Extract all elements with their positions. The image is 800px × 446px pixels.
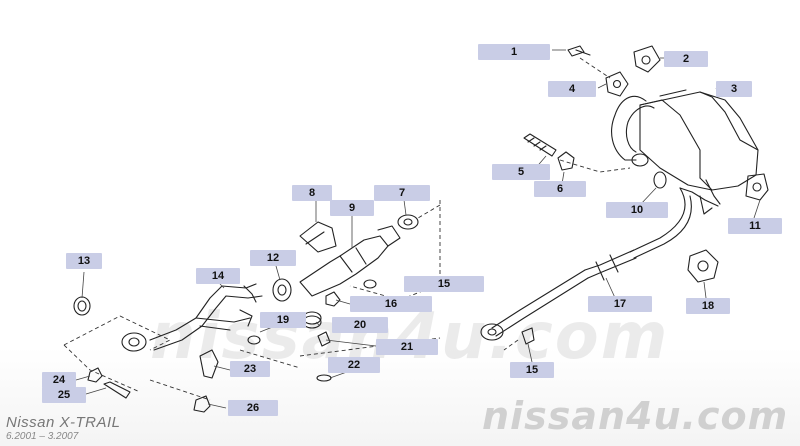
callout-13[interactable]: 13 <box>66 253 102 269</box>
gasket-10 <box>653 171 667 189</box>
callout-8[interactable]: 8 <box>292 185 332 201</box>
callout-2[interactable]: 2 <box>664 51 708 67</box>
callout-1[interactable]: 1 <box>478 44 550 60</box>
model-caption: Nissan X-TRAIL <box>6 414 121 431</box>
callout-10[interactable]: 10 <box>606 202 668 218</box>
callout-25[interactable]: 25 <box>42 387 86 403</box>
heat-insulator-8 <box>299 221 337 253</box>
bracket-23 <box>199 349 219 379</box>
main-muffler <box>611 89 759 205</box>
callout-7[interactable]: 7 <box>374 185 430 201</box>
callout-18[interactable]: 18 <box>686 298 730 314</box>
ring-19 <box>247 335 261 345</box>
callout-5[interactable]: 5 <box>492 164 550 180</box>
gasket-15-upper <box>363 279 377 289</box>
clip-22 <box>316 374 332 382</box>
nut-6 <box>557 151 575 171</box>
callout-16[interactable]: 16 <box>350 296 432 312</box>
years-caption: 6.2001 – 3.2007 <box>6 431 79 442</box>
callout-22[interactable]: 22 <box>328 357 380 373</box>
callout-4[interactable]: 4 <box>548 81 596 97</box>
watermark-brand: nissan4u.com <box>482 394 789 438</box>
assembly-lines <box>63 57 631 401</box>
callout-24[interactable]: 24 <box>42 372 76 388</box>
nut-16 <box>325 291 341 307</box>
bolt-21 <box>317 331 331 347</box>
callout-12[interactable]: 12 <box>250 250 296 266</box>
callout-26[interactable]: 26 <box>228 400 278 416</box>
center-tube-17 <box>480 187 719 341</box>
catalytic-converter-9 <box>299 225 401 297</box>
callout-15-lower[interactable]: 15 <box>510 362 554 378</box>
rubber-mount-11 <box>745 173 769 201</box>
gasket-7 <box>397 214 419 230</box>
rubber-mount-4 <box>605 71 629 97</box>
callout-17[interactable]: 17 <box>588 296 652 312</box>
rubber-mount-2 <box>633 45 661 73</box>
callout-11[interactable]: 11 <box>728 218 782 234</box>
front-tube-14 <box>121 283 263 352</box>
gasket-12 <box>272 278 292 302</box>
stud-5 <box>523 133 557 157</box>
bolt-26 <box>193 395 211 413</box>
callout-15-upper[interactable]: 15 <box>404 276 484 292</box>
gasket-13 <box>73 296 91 316</box>
callout-19[interactable]: 19 <box>260 312 306 328</box>
rubber-mount-18 <box>687 249 719 283</box>
callout-23[interactable]: 23 <box>230 361 270 377</box>
callout-14[interactable]: 14 <box>196 268 240 284</box>
stud-25 <box>103 381 131 399</box>
callout-3[interactable]: 3 <box>716 81 752 97</box>
bolt-1 <box>567 45 591 57</box>
nut-24 <box>87 367 103 383</box>
callout-21[interactable]: 21 <box>376 339 438 355</box>
callout-20[interactable]: 20 <box>332 317 388 333</box>
hanger-15-lower <box>521 327 535 345</box>
callout-6[interactable]: 6 <box>534 181 586 197</box>
callout-9[interactable]: 9 <box>330 200 374 216</box>
